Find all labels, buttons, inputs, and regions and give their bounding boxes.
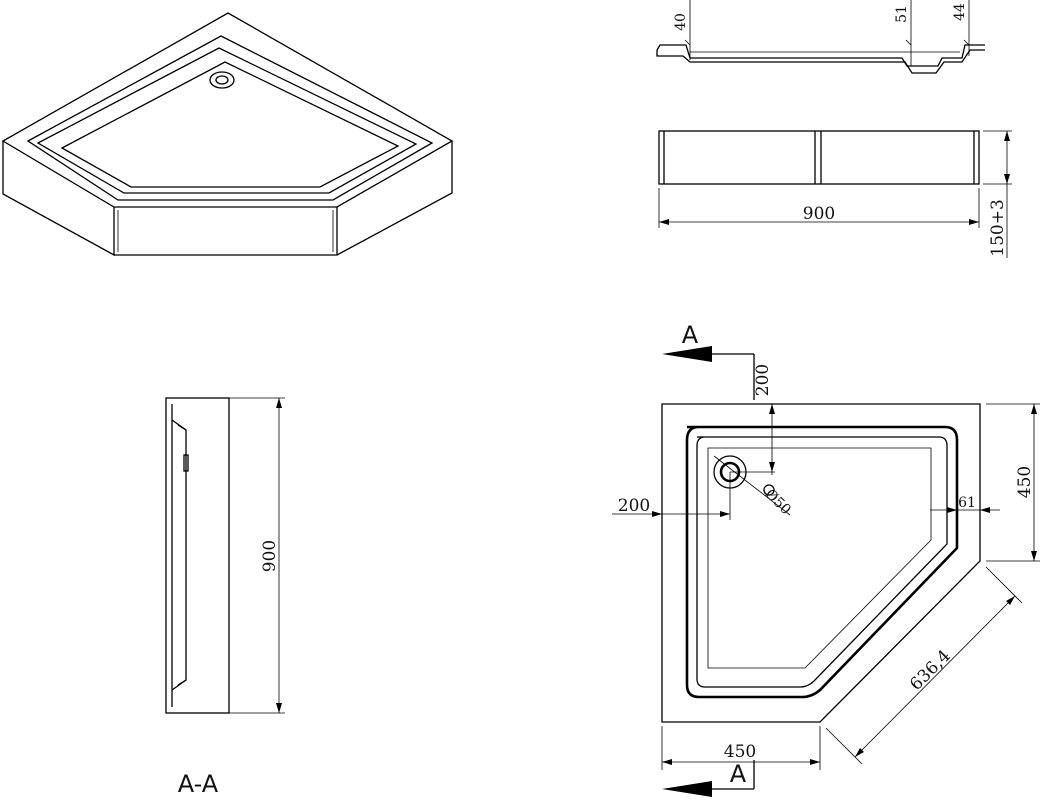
dim-label-51: 51 [894, 5, 910, 23]
isometric-view [1, 12, 454, 257]
dim-label-plan-450-right: 450 [1015, 466, 1035, 498]
dim-label-plan-200-horizontal: 200 [618, 496, 650, 516]
dim-label-plan-200-vertical: 200 [753, 364, 773, 396]
front-elevation-view: 900 150+3 [658, 130, 1012, 258]
dim-label-plan-diagonal: 636,4 [906, 646, 955, 695]
plan-view: A A Ø50 200 200 61 [612, 321, 1040, 797]
dim-label-40: 40 [673, 13, 689, 31]
dim-label-drain-diameter: Ø50 [762, 486, 794, 518]
side-profile-view: 40 51 44 [656, 0, 985, 74]
section-label: A-A [178, 770, 219, 798]
dim-label-side-900: 900 [260, 540, 280, 572]
dim-label-plan-450-bottom: 450 [724, 742, 756, 762]
dim-label-height: 150+3 [988, 199, 1008, 257]
dim-label-plan-61: 61 [958, 495, 976, 511]
dim-label-44: 44 [952, 3, 968, 21]
section-arrow-label-top: A [682, 321, 699, 349]
section-view: 900 A-A [165, 397, 285, 798]
dim-label-front-900: 900 [803, 204, 835, 224]
section-arrow-label-bottom: A [730, 760, 747, 788]
